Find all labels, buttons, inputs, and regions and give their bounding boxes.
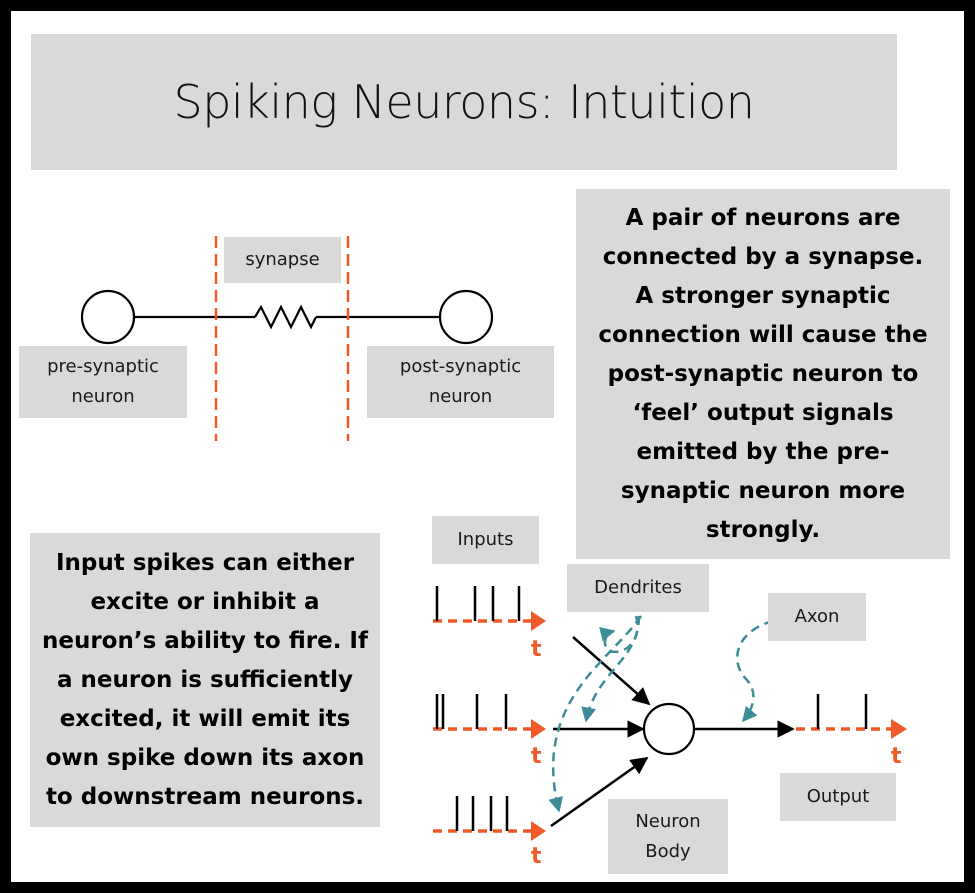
- neuron-body-label: Neuron Body: [608, 799, 728, 874]
- synapse-diagram: [80, 236, 494, 441]
- dendrite-callout-3: [548, 615, 643, 813]
- input-arrow-1: [572, 636, 651, 706]
- time-label-input-1: t: [531, 637, 542, 662]
- dendrite-callout-1: [599, 615, 639, 654]
- input-arrow-3: [550, 756, 649, 828]
- post-synaptic-neuron-circle: [438, 289, 494, 345]
- input-spike-train-2: [433, 694, 546, 739]
- synapse-label: synapse: [224, 237, 341, 283]
- pre-synaptic-label: pre-synaptic neuron: [19, 346, 187, 418]
- title-box: Spiking Neurons: Intuition: [31, 34, 897, 170]
- dendrites-label: Dendrites: [567, 564, 709, 612]
- resistor-zigzag: [254, 304, 317, 330]
- axon-callout: [736, 619, 774, 723]
- output-label: Output: [780, 773, 896, 821]
- time-label-input-3: t: [531, 844, 542, 869]
- neuron-diagram: t t t t: [80, 236, 907, 869]
- page-title: Spiking Neurons: Intuition: [173, 75, 755, 129]
- input-spike-train-1: [433, 586, 546, 631]
- input-spike-train-3: [433, 796, 546, 841]
- axon-label: Axon: [768, 593, 866, 641]
- time-label-output: t: [891, 744, 902, 769]
- post-synaptic-label: post-synaptic neuron: [367, 346, 554, 418]
- time-label-input-2: t: [531, 744, 542, 769]
- spike-explanation-box: Input spikes can either excite or inhibi…: [30, 533, 380, 827]
- inputs-label: Inputs: [432, 516, 539, 564]
- pre-synaptic-neuron-circle: [80, 289, 136, 345]
- synapse-explanation-box: A pair of neurons are connected by a syn…: [576, 189, 950, 559]
- neuron-body-circle: [642, 702, 696, 756]
- output-spike-train: [796, 694, 907, 739]
